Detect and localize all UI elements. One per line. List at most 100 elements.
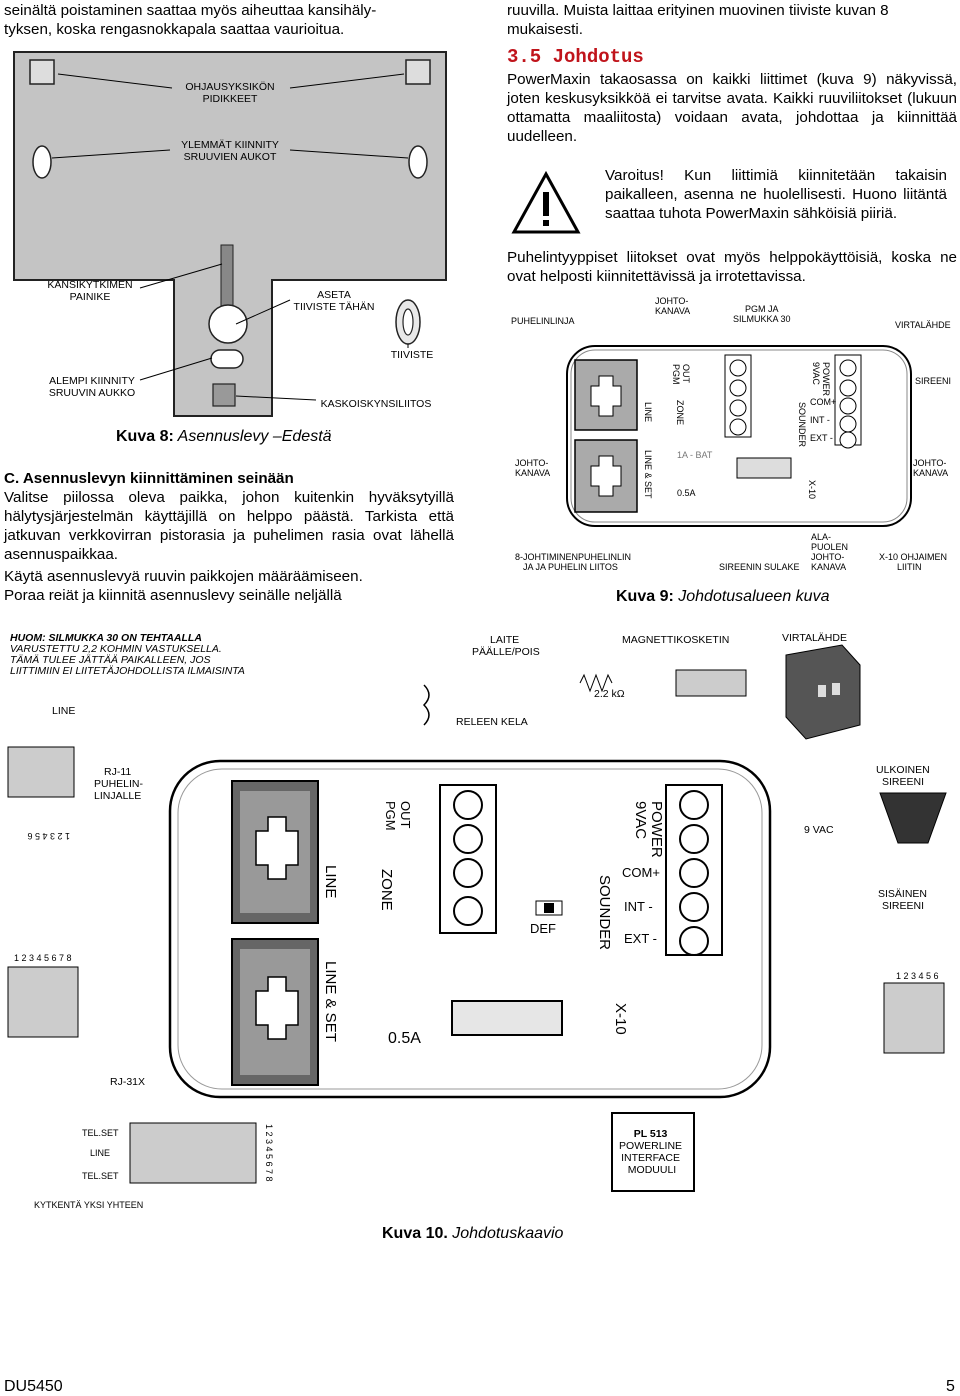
label-pins8-b: 1 2 3 4 5 6 7 8 [264,1124,274,1182]
label-com: COM+ [622,865,660,880]
label-battery: 1A - BAT [677,450,713,460]
wiring-para2: Puhelintyyppiset liitokset ovat myös hel… [507,249,957,285]
label-ext: EXT - [810,433,833,443]
label-connection: KYTKENTÄ YKSI YHTEEN [34,1200,143,1210]
pl513-module [611,1112,695,1192]
label-telset-2: TEL.SET [82,1171,119,1181]
label-com: COM+ [810,397,836,407]
label-x10: X-10 [612,1003,629,1035]
label-ext: EXT - [624,931,657,946]
tamper-switch-button [208,304,248,344]
upper-holder-left [29,59,55,85]
magnetic-contact-icon [675,669,747,697]
figure-10-caption: Kuva 10. Johdotuskaavio [382,1225,563,1243]
section-c-para2: Käytä asennuslevyä ruuvin paikkojen määr… [4,568,363,585]
label-relay-coil: RELEEN KELA [456,716,528,728]
x10-plug-icon [883,982,945,1054]
label-line-set: LINE & SET [322,961,339,1042]
label-phone-line: PUHELINLINJA [511,316,575,326]
caption-prefix: Kuva 9: [616,588,674,605]
left-intro-text: seinältä poistaminen saattaa myös aiheut… [4,1,454,39]
label-9vac-power: 9VACPOWER [811,362,831,397]
footer-doc-code: DU5450 [4,1378,63,1395]
fuse-0-5a [451,1000,563,1036]
section-c: C. Asennuslevyn kiinnittäminen seinään V… [4,469,454,605]
label-line: LINE [322,865,339,898]
label-line-top: LINE [52,705,75,717]
label-pgm-out: PGMOUT [671,364,691,385]
rj31-plug-icon [7,966,79,1038]
label-power-supply: VIRTALÄHDE [895,320,951,330]
mounting-plate-shape [13,51,447,417]
upper-screw-hole-left [32,145,52,179]
label-channel-right: JOHTO-KANAVA [913,458,948,478]
label-telset-1: TEL.SET [82,1128,119,1138]
lower-screw-hole [210,349,244,369]
label-siren: SIREENI [915,376,951,386]
warning-text: Varoitus! Kun liittimiä kiinnitetään tak… [605,167,947,222]
figure-10-wiring-diagram: HUOM: SILMUKKA 30 ON TEHTAALLA VARUSTETT… [7,632,947,1210]
label-magnetic-contact: MAGNETTIKOSKETIN [622,634,729,646]
label-def: DEF [530,921,556,936]
section-c-heading: C. Asennuslevyn kiinnittäminen seinään [4,470,294,487]
label-zone: ZONE [378,869,395,911]
right-column-text: ruuvilla. Muista laittaa erityinen muovi… [507,1,957,146]
label-pins8: 1 2 3 4 5 6 7 8 [14,953,72,963]
label-power-supply: VIRTALÄHDE [782,632,847,644]
external-siren-icon [879,792,947,844]
label-channel-top: JOHTO-KANAVA [655,296,690,316]
label-pgm-out: PGMOUT [383,801,413,831]
figure-9-caption: Kuva 9: Johdotusalueen kuva [616,588,829,606]
footer-page-number: 5 [946,1378,955,1395]
caption-text: Johdotusalueen kuva [673,588,830,605]
label-int: INT - [624,899,653,914]
warning-icon [511,170,581,234]
relay-coil-icon [422,684,430,726]
label-sounder: SOUNDER [596,875,613,950]
figure-8-caption: Kuva 8: Asennuslevy –Edestä [116,428,332,446]
label-9vac-power: 9VACPOWER [632,801,665,858]
terminal-block-power-siren [665,784,723,956]
snap-connector [212,383,236,407]
label-fuse-0-5a: 0.5A [677,488,696,498]
label-9vac: 9 VAC [804,824,834,836]
label-line: LINE [643,402,653,422]
telset-plug-icon [129,1122,257,1184]
label-int: INT - [810,415,830,425]
continuation-text: ruuvilla. Muista laittaa erityinen muovi… [507,2,889,38]
caption-text: Johdotuskaavio [447,1225,564,1242]
label-rj31x: RJ-31X [110,1076,145,1088]
label-gasket: TIIVISTE [391,349,434,361]
section-c-para1: Valitse piilossa oleva paikka, johon kui… [4,489,454,563]
label-sounder: SOUNDER [797,402,807,448]
resistor-icon [579,673,613,693]
label-line-set: LINE & SET [643,450,653,499]
label-resistor: 2.2 kΩ [594,688,625,700]
section-3-5-heading: 3.5 Johdotus [507,46,644,68]
label-x10: X-10 [807,480,817,499]
gasket-inner [402,308,414,336]
cover-switch-slot [220,244,234,312]
text-line: tyksen, koska rengasnokkapala saattaa va… [4,21,345,38]
terminal-screws-left [724,354,862,449]
caption-tail: Edestä [281,428,332,445]
note-silmukka: HUOM: SILMUKKA 30 ON TEHTAALLA VARUSTETT… [10,632,245,677]
label-fuse: 0.5A [388,1030,421,1047]
caption-prefix: Kuva 10. [382,1225,448,1242]
label-channel-left: JOHTO-KANAVA [515,458,550,478]
wiring-para1: PowerMaxin takaosassa on kaikki liittime… [507,71,957,145]
terminal-block-pgm-zone [439,784,497,934]
upper-screw-hole-right [408,145,428,179]
section-c-para3: Poraa reiät ja kiinnitä asennuslevy sein… [4,587,342,604]
